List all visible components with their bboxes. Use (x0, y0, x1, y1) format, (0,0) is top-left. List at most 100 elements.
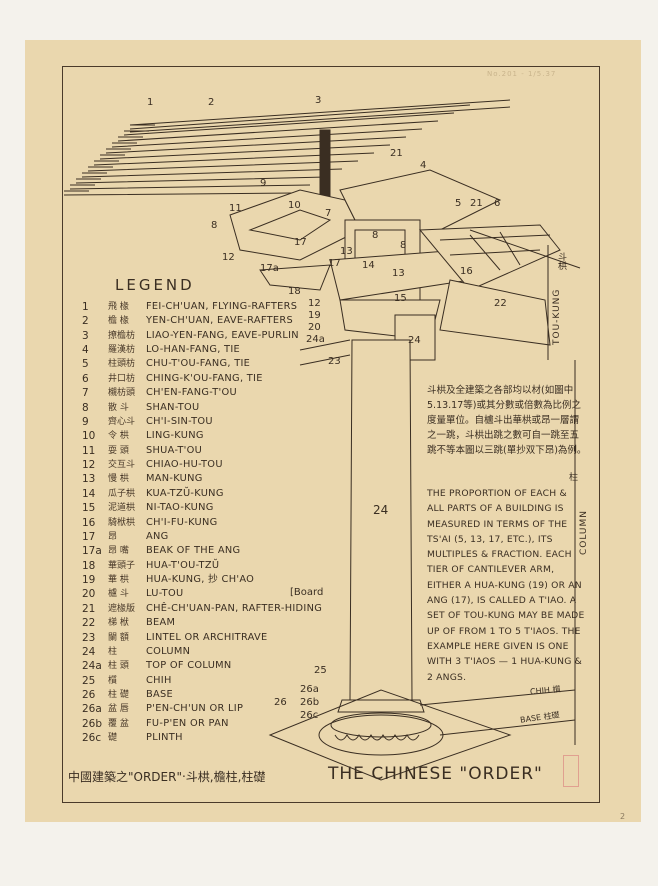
legend-item-en: Lintel or Architrave (146, 631, 268, 643)
legend-item-num: 19 (82, 574, 96, 587)
legend-item-en: Hua-kung, 抄 Ch'ao (146, 574, 255, 586)
drawing-border (62, 66, 600, 803)
legend-item-en: Base (146, 688, 174, 700)
rafter-line (93, 152, 375, 166)
legend-item-num: 26b (82, 717, 103, 730)
column-dimension-label-zh: 柱 (569, 473, 579, 483)
legend-item-en: Lu-tou (146, 588, 184, 600)
legend-item-zh: 泥道栱 (108, 503, 136, 514)
label-17a: 17a (260, 263, 279, 274)
label-21: 21 (390, 148, 403, 159)
rafter-line (129, 104, 471, 130)
legend-item-zh: 耍 頭 (108, 445, 129, 456)
legend-item-zh: 盆 唇 (108, 704, 129, 715)
legend-item-num: 21 (82, 602, 96, 615)
legend-item-zh: 慢 栱 (108, 474, 129, 485)
legend-item-en: Yen-ch'uan, Eave-Rafters (146, 315, 294, 327)
legend-item-num: 4 (82, 344, 89, 357)
legend-item-num: 17 (82, 530, 96, 543)
legend-item-zh: 闌 額 (108, 632, 129, 643)
legend-item-en: Ch'en-fang-t'ou (146, 387, 238, 399)
label-8b: 8 (400, 240, 407, 251)
legend-item-en: Fei-ch'uan, Flying-Rafters (146, 301, 298, 312)
legend-item-num: 8 (82, 401, 89, 414)
rafter-line (123, 112, 455, 136)
english-note: The proportion of each & all parts of a … (427, 488, 585, 683)
label-13b: 13 (340, 246, 353, 257)
label-25: 25 (314, 665, 327, 676)
label-23b: 23 (328, 356, 341, 367)
label-16: 16 (460, 266, 473, 277)
legend-item-en: Ching-k'ou-fang, Tie (146, 372, 263, 384)
legend-item-num: 9 (82, 415, 89, 428)
label-26b: 26b (300, 697, 320, 708)
legend-item-num: 26 (82, 688, 96, 701)
legend-item-num: 18 (82, 559, 96, 572)
rafter-line (87, 160, 359, 172)
label-3: 3 (315, 95, 322, 106)
tou-kung-dimension-label-zh: 斗栱 (556, 252, 566, 270)
label-2: 2 (208, 97, 215, 108)
label-21b: 21 (470, 198, 483, 209)
label-26: 26 (274, 697, 287, 708)
label-7: 7 (325, 208, 332, 219)
legend-item-en: Ch'i-sin-tou (146, 415, 213, 427)
legend-item-zh: 柱 礎 (108, 689, 129, 700)
rafter-line (75, 176, 327, 184)
legend-item-num: 26c (82, 732, 102, 745)
rafter-line (81, 168, 343, 178)
seal-stamp (563, 755, 579, 787)
legend-item-en: Shan-tou (146, 401, 200, 413)
legend-item-zh: 交互斗 (108, 460, 136, 471)
legend-item-num: 24 (82, 645, 96, 658)
legend-item-en: Chu-t'ou-fang, Tie (146, 358, 251, 370)
legend-title: LEGEND (115, 276, 195, 294)
legend-item-zh: 柱 (108, 646, 118, 657)
legend-item-num: 17a (82, 545, 102, 558)
label-18: 18 (288, 286, 301, 297)
label-20: 20 (308, 322, 321, 333)
legend-item-zh: 華頭子 (108, 560, 136, 571)
legend-item-zh: 飛 椽 (108, 302, 129, 312)
legend-item-zh: 遮椽版 (108, 603, 136, 614)
legend-item-zh: 檐 椽 (108, 316, 129, 327)
legend-item-zh: 昂 (108, 531, 118, 542)
label-8c: 8 (372, 230, 379, 241)
legend-item-zh: 井口枋 (108, 373, 136, 384)
rafter-line (99, 144, 391, 160)
legend-item-en: Beam (146, 617, 176, 629)
chinese-note: 斗栱及全建築之各部均以材(如圖中5.13.17等)或其分數或倍數為比例之度量單位… (427, 385, 587, 456)
legend-item-zh: 礎 (108, 733, 118, 744)
legend-item-num: 15 (82, 502, 96, 515)
legend-item-zh: 羅漢枋 (108, 345, 136, 356)
legend-item-zh: 櫬枋頭 (108, 388, 136, 399)
legend-item-num: 3 (82, 329, 89, 342)
title-english: THE CHINESE "ORDER" (328, 764, 543, 784)
legend-item-en: Fu-p'en or Pan (146, 717, 229, 729)
legend-item-zh: 梯 栿 (108, 618, 129, 629)
legend-item-zh: 覆 盆 (108, 718, 129, 729)
label-26a: 26a (300, 684, 319, 695)
legend-item-en: Chiao-hu-tou (146, 459, 223, 471)
legend-item-zh: 華 栱 (108, 575, 129, 586)
legend-item-zh: 柱頭枋 (108, 359, 136, 370)
legend-board-note: [Board (290, 587, 324, 598)
legend-item-num: 24a (82, 660, 102, 673)
legend-item-en: Shua-t'ou (146, 444, 203, 456)
rafter-line (117, 120, 439, 142)
legend-item-num: 11 (82, 444, 96, 457)
label-8: 8 (211, 220, 218, 231)
label-12b: 12 (308, 298, 321, 309)
label-10: 10 (288, 200, 301, 211)
legend-item-zh: 撩檐枋 (108, 330, 136, 341)
legend-item-num: 13 (82, 473, 96, 486)
legend-item-en: Plinth (146, 732, 183, 744)
legend-item-num: 5 (82, 358, 89, 371)
tou-kung-dimension-label: TOU-KUNG (552, 288, 562, 345)
legend-item-zh: 櫨 斗 (108, 589, 129, 600)
legend-item-en: P'en-ch'un or Lip (146, 703, 244, 715)
label-12: 12 (222, 252, 235, 263)
legend-item-zh: 柱 頭 (108, 661, 129, 672)
legend-item-zh: 散 斗 (108, 402, 129, 413)
